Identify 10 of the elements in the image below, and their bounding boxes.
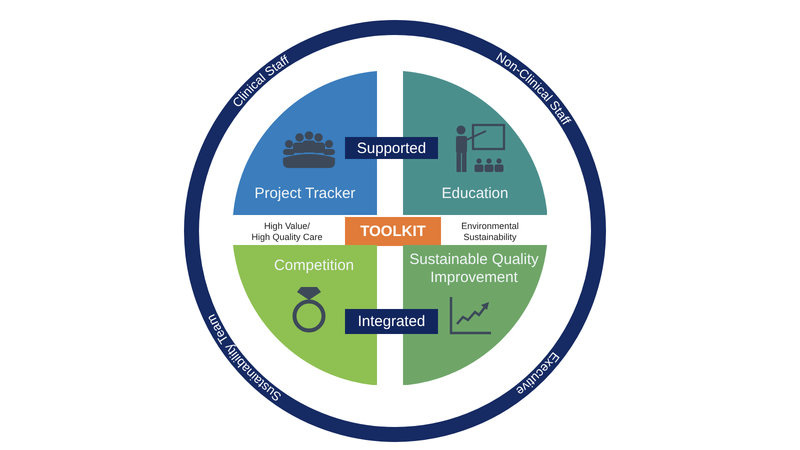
sector-title: Project Tracker [254, 184, 356, 203]
sector-title: Competition [274, 257, 354, 275]
side-note: Environmental Sustainability [461, 221, 519, 243]
title-banner: Integrated [345, 309, 438, 334]
sector-title: Sustainable Quality Improvement [409, 251, 539, 287]
title-banner: Supported [345, 137, 438, 159]
title-banner: TOOLKIT [345, 217, 441, 246]
side-note: High Value/ High Quality Care [251, 221, 323, 243]
ring-band [184, 20, 606, 442]
sector-title: Education [442, 184, 508, 203]
